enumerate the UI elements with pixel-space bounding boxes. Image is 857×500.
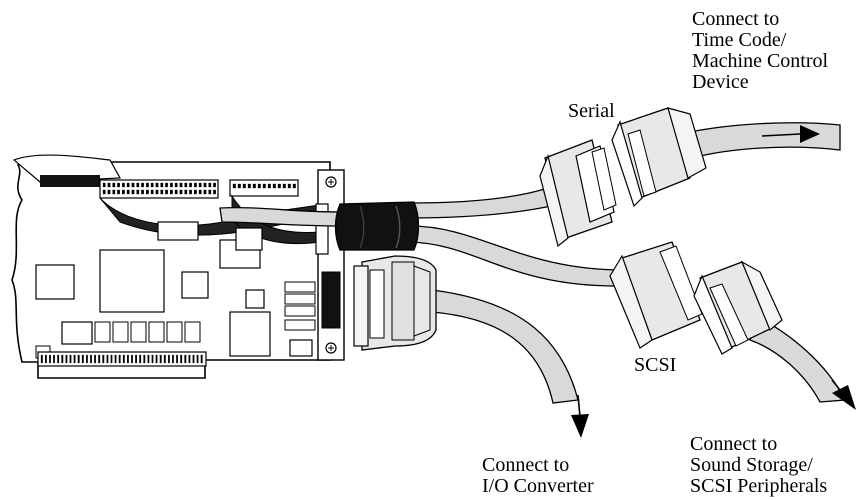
serial-cable [409, 187, 557, 219]
circuit-board [11, 154, 345, 379]
serial-connector-male [539, 139, 617, 248]
chip [99, 249, 165, 313]
label-io-converter: Connect to I/O Converter [482, 454, 594, 497]
scsi-cable [409, 225, 625, 287]
ribbon-connector [40, 175, 100, 187]
mounting-bracket [317, 169, 345, 361]
time-code-cable [689, 122, 841, 159]
arrow-time-code [761, 125, 820, 143]
chip [35, 264, 75, 300]
header-connector [99, 179, 219, 199]
db-port [321, 271, 341, 329]
arrow-sound-storage [831, 379, 856, 410]
scsi-connector-female [693, 260, 783, 355]
io-connector [353, 255, 437, 351]
arrow-io-converter [571, 394, 589, 438]
serial-connector-female [611, 107, 707, 208]
label-scsi: SCSI [634, 354, 677, 376]
chip [181, 271, 209, 299]
label-sound-storage: Connect to Sound Storage/ SCSI Periphera… [690, 433, 828, 497]
label-time-code-device: Connect to Time Code/ Machine Control De… [692, 8, 829, 93]
chip [229, 311, 271, 357]
scsi-connector-male [609, 241, 703, 349]
cable-sleeve [334, 201, 420, 251]
label-serial: Serial [568, 100, 615, 122]
io-converter-cable [431, 289, 579, 404]
